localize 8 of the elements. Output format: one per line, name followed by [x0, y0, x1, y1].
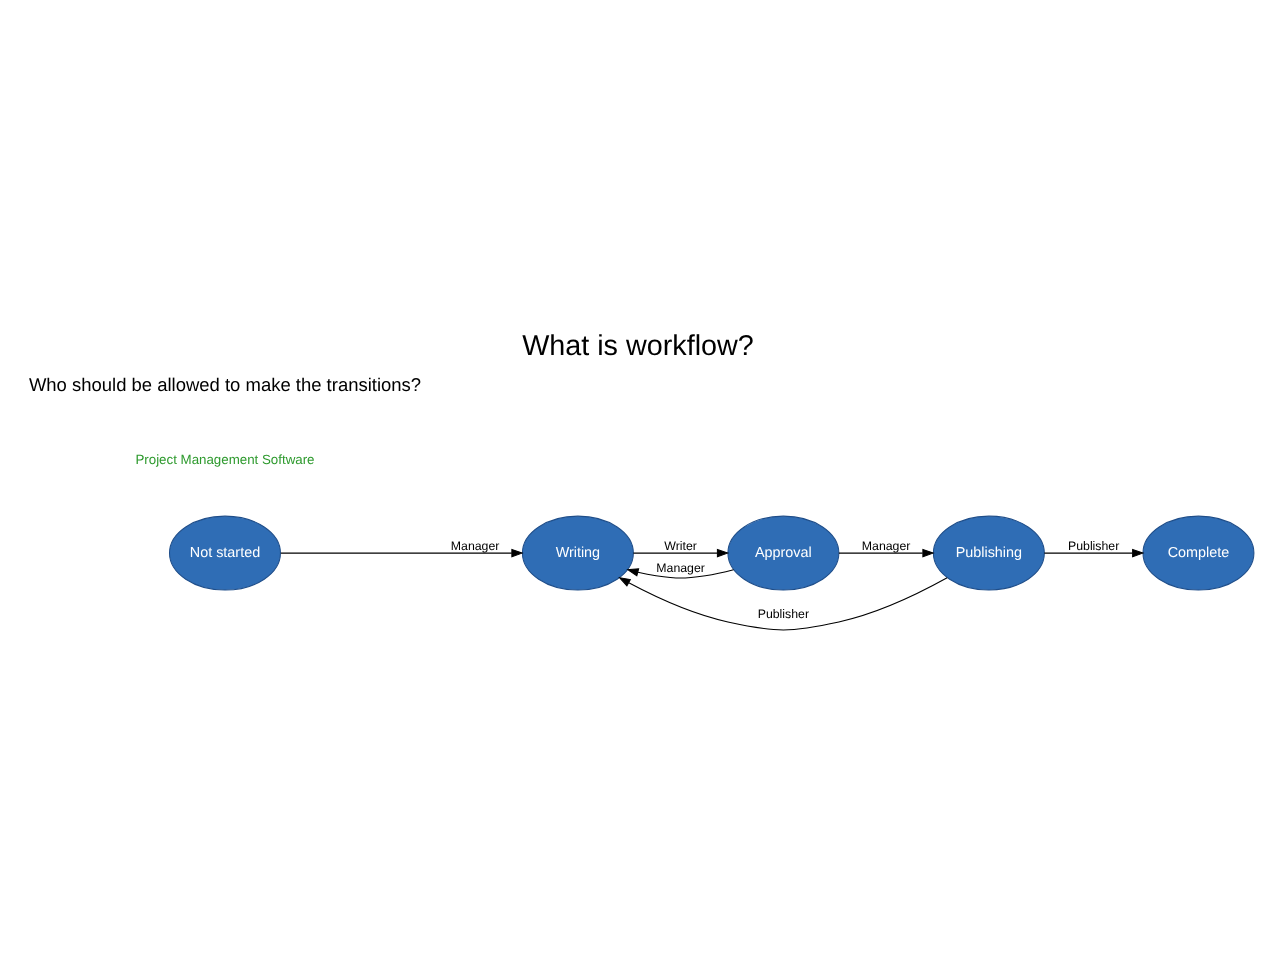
label: Who should be allowed to make the transitions?: [28, 375, 422, 396]
diagram-title: What is workflow?: [522, 331, 754, 364]
arrow: [1043, 548, 1145, 558]
arrow: [280, 548, 524, 558]
arrow: [838, 548, 935, 558]
arrow: [626, 568, 734, 579]
arrow: [632, 548, 730, 558]
arrow: [618, 577, 948, 631]
